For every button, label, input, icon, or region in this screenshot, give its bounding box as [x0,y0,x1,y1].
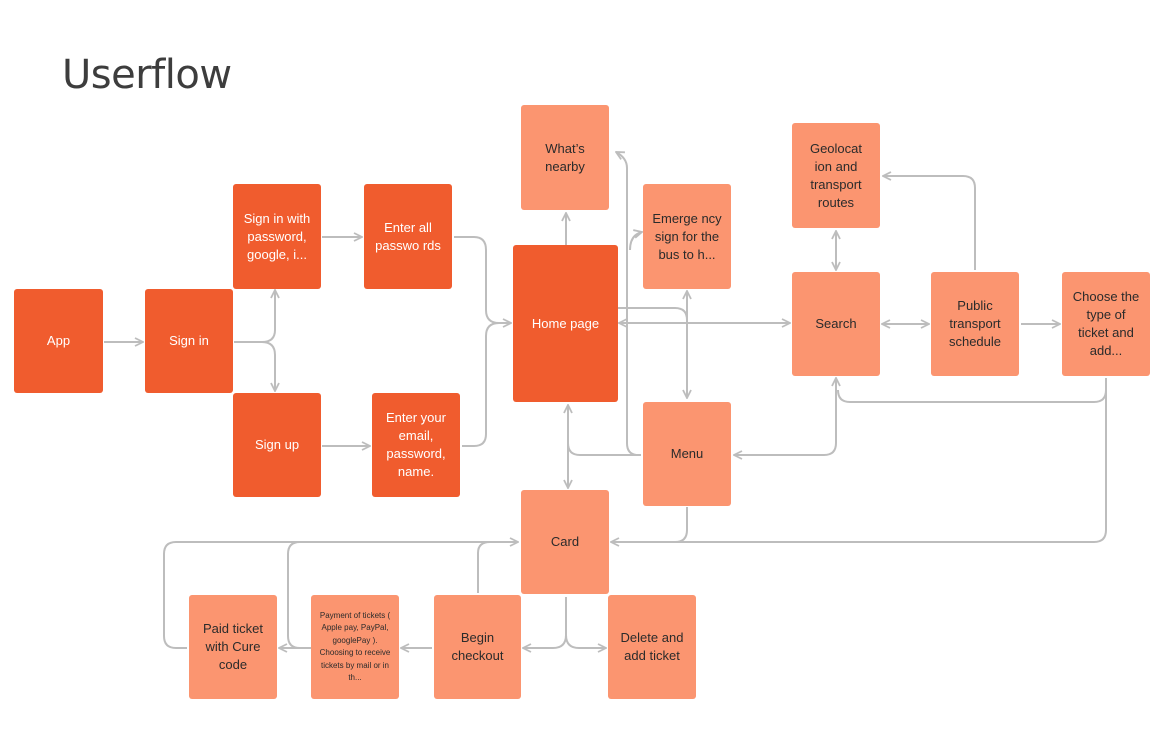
edge-card-checkout [523,597,567,648]
edge-signin-signinwith [234,290,275,343]
edge-home-emergency [619,232,642,324]
node-sign-up: Sign up [233,393,321,497]
node-card: Card [521,490,609,594]
node-enter-email: Enter your email, password, name. [372,393,460,497]
node-app: App [14,289,103,393]
page-title: Userflow [62,52,232,98]
node-choose-ticket: Choose the type of ticket and add... [1062,272,1150,376]
edge-paid-card [163,541,300,649]
edge-choose-search [837,378,1107,403]
node-payment: Payment of tickets ( Apple pay, PayPal, … [311,595,399,699]
node-delete-add-ticket: Delete and add ticket [608,595,696,699]
edge-enteremail-home [462,322,500,447]
edge-public-geoloc [883,176,976,270]
edge-menu-home [568,405,641,456]
edge-signin-signup [261,341,275,391]
node-whats-nearby: What’s nearby [521,105,609,210]
node-sign-in-with: Sign in with password, google, i... [233,184,321,289]
edge-menu-nearby [616,152,641,456]
node-enter-all-passwords: Enter all passwo rds [364,184,452,289]
node-home-page: Home page [513,245,618,402]
edge-enterpass-home [454,236,511,323]
node-geolocation: Geolocat ion and transport routes [792,123,880,228]
node-menu: Menu [643,402,731,506]
node-public-transport: Public transport schedule [931,272,1019,376]
node-sign-in: Sign in [145,289,233,393]
node-paid-ticket: Paid ticket with Cure code [189,595,277,699]
edge-menu-card [674,507,688,543]
edge-checkout-card [477,542,518,593]
node-emergency-sign: Emerge ncy sign for the bus to h... [643,184,731,289]
node-begin-checkout: Begin checkout [434,595,521,699]
edge-card-delete [565,634,606,648]
node-search: Search [792,272,880,376]
edge-search-menu [734,378,836,455]
edge-choose-card [611,378,1107,542]
